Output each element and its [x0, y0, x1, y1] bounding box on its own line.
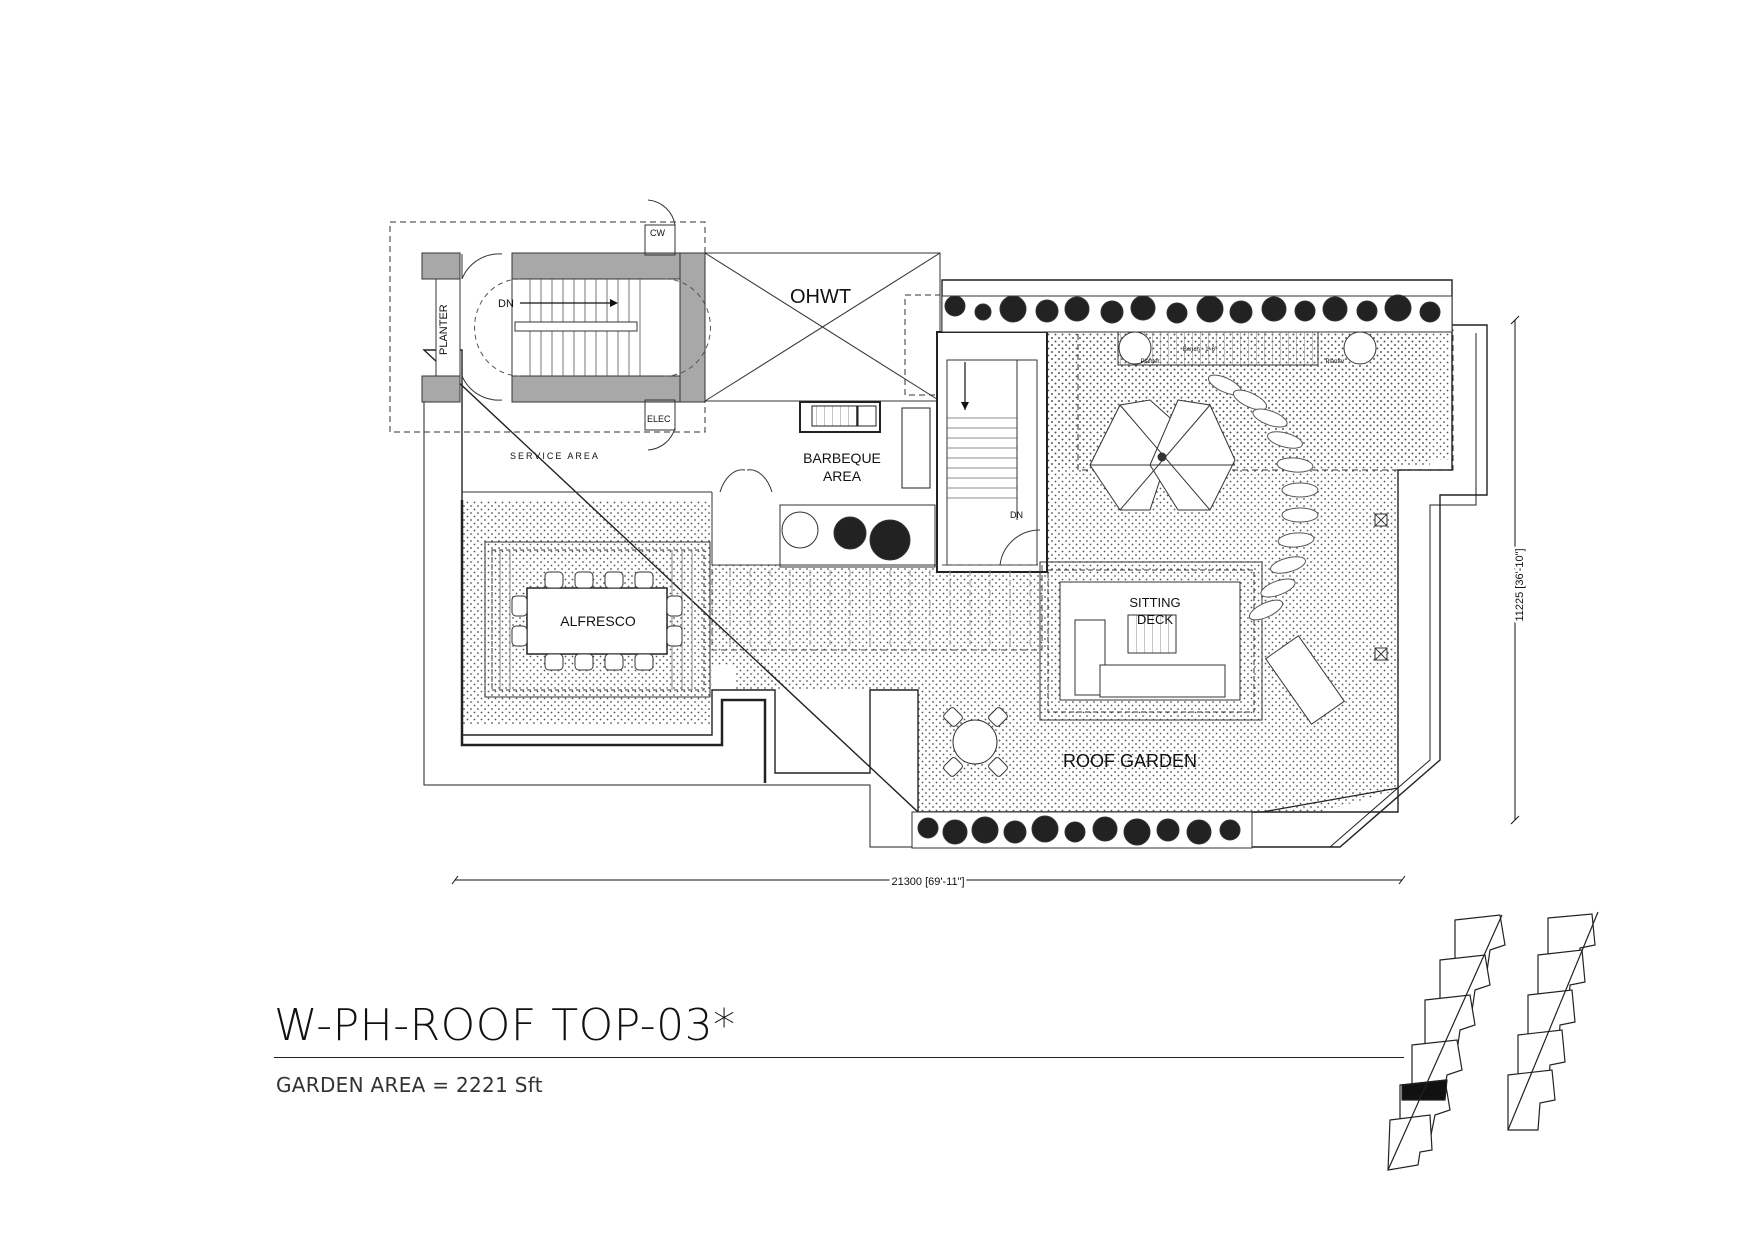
stepping-stones — [1207, 374, 1319, 621]
dn-label-2: DN — [1010, 510, 1023, 520]
garden-floor — [462, 320, 1450, 812]
width-dimension-label: 21300 [69'-11"] — [891, 876, 964, 888]
dn-label-1: DN — [498, 298, 514, 310]
elec-label: ELEC — [647, 414, 671, 424]
column-markers — [1374, 513, 1388, 661]
sunbeds — [1077, 324, 1454, 725]
cw-label: CW — [650, 228, 665, 238]
service-area-label: SERVICE AREA — [510, 451, 600, 461]
planter-small-label-left: Planter — [1140, 359, 1159, 365]
dimension-lines — [451, 315, 1520, 885]
alfresco-label: ALFRESCO — [560, 613, 636, 629]
sitting-deck-label-2: DECK — [1137, 612, 1173, 627]
stair-core — [389, 199, 711, 451]
plan-labels: OHWT PLANTER DN DN CW ELEC SERVICE AREA … — [438, 228, 1529, 891]
planters — [779, 294, 1453, 849]
sitting-deck — [1039, 561, 1263, 721]
bench-label: Bench - 1'-6" — [1183, 347, 1217, 353]
planter-label: PLANTER — [438, 304, 450, 355]
roof-garden-label: ROOF GARDEN — [1063, 751, 1197, 771]
planter-small-label-right: Planter — [1325, 359, 1344, 365]
ohwt-label: OHWT — [790, 286, 851, 308]
title-divider — [274, 1057, 1404, 1058]
barbeque-label-1: BARBEQUE — [803, 450, 881, 466]
plan-title: W-PH-ROOF TOP-03* — [274, 1000, 736, 1051]
alfresco-pergola — [484, 541, 711, 698]
key-plan — [1387, 911, 1599, 1171]
key-plan-highlighted-unit — [1401, 1079, 1448, 1101]
sitting-deck-label-1: SITTING — [1129, 595, 1180, 610]
ohwt-tank — [704, 252, 941, 402]
garden-area-text: GARDEN AREA = 2221 Sft — [276, 1073, 543, 1097]
depth-dimension-label: 11225 [36'-10"] — [1514, 548, 1526, 621]
stair-2 — [936, 331, 1048, 573]
walkway-deck — [711, 564, 1043, 651]
round-table — [943, 707, 1008, 777]
barbeque-label-2: AREA — [823, 468, 862, 484]
